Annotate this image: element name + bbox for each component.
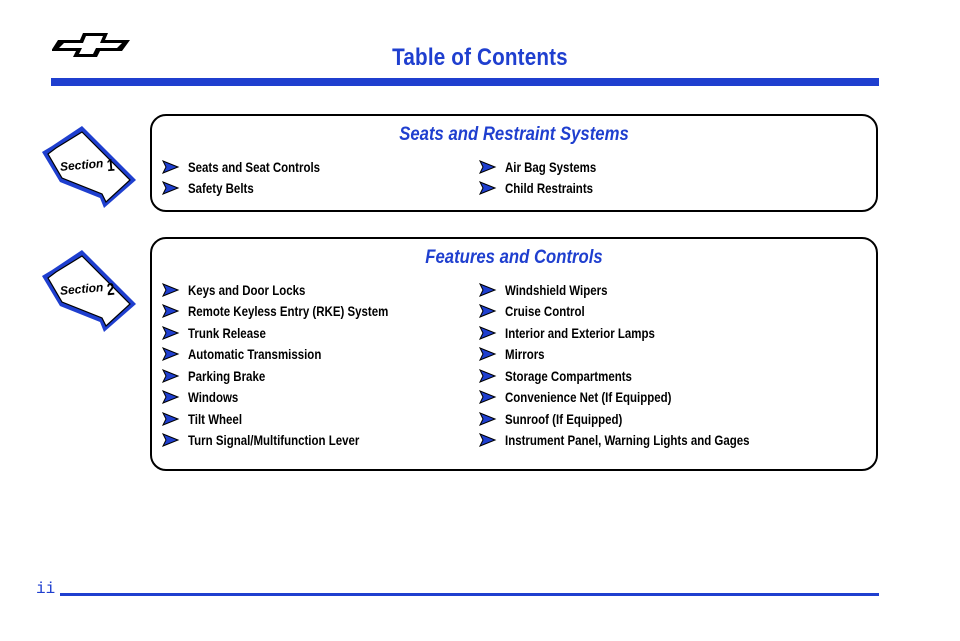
topic-item[interactable]: Windows <box>161 387 432 409</box>
topic-label: Storage Compartments <box>505 367 632 384</box>
arrow-bullet-icon <box>161 390 180 405</box>
topic-label: Sunroof (If Equipped) <box>505 410 623 427</box>
topic-item[interactable]: Child Restraints <box>478 178 616 200</box>
section-number: 1 <box>106 155 116 176</box>
arrow-bullet-icon <box>478 159 497 174</box>
arrow-bullet-icon <box>478 347 497 362</box>
topic-item[interactable]: Sunroof (If Equipped) <box>478 408 803 430</box>
topic-label: Cruise Control <box>505 303 585 320</box>
arrow-bullet-icon <box>478 411 497 426</box>
topic-item[interactable]: Parking Brake <box>161 365 432 387</box>
topic-list-right: Air Bag Systems Child Restraints <box>478 156 616 199</box>
topic-item[interactable]: Remote Keyless Entry (RKE) System <box>161 301 432 323</box>
topic-label: Tilt Wheel <box>188 410 243 427</box>
arrow-bullet-icon <box>161 411 180 426</box>
topic-label: Convenience Net (If Equipped) <box>505 389 672 406</box>
section-arrow-icon <box>42 250 136 332</box>
topic-label: Turn Signal/Multifunction Lever <box>188 432 360 449</box>
topic-label: Mirrors <box>505 346 545 363</box>
arrow-bullet-icon <box>478 368 497 383</box>
header-divider <box>51 78 879 86</box>
topic-label: Seats and Seat Controls <box>188 158 321 175</box>
topic-item[interactable]: Turn Signal/Multifunction Lever <box>161 430 432 452</box>
topic-item[interactable]: Interior and Exterior Lamps <box>478 322 803 344</box>
topic-item[interactable]: Cruise Control <box>478 301 803 323</box>
topic-item[interactable]: Seats and Seat Controls <box>161 156 349 178</box>
arrow-bullet-icon <box>161 304 180 319</box>
topic-list-left: Seats and Seat Controls Safety Belts <box>161 156 349 199</box>
topic-label: Windows <box>188 389 239 406</box>
topic-item[interactable]: Air Bag Systems <box>478 156 616 178</box>
topic-label: Instrument Panel, Warning Lights and Gag… <box>505 432 750 449</box>
section-2-badge[interactable]: Section 2 <box>38 242 138 342</box>
topic-label: Keys and Door Locks <box>188 281 306 298</box>
topic-item[interactable]: Storage Compartments <box>478 365 803 387</box>
topic-label: Trunk Release <box>188 324 266 341</box>
footer-divider <box>60 593 879 596</box>
section-1-badge[interactable]: Section 1 <box>38 118 138 218</box>
arrow-bullet-icon <box>161 181 180 196</box>
topic-item[interactable]: Instrument Panel, Warning Lights and Gag… <box>478 430 803 452</box>
topic-label: Safety Belts <box>188 180 254 197</box>
arrow-bullet-icon <box>161 433 180 448</box>
topic-label: Interior and Exterior Lamps <box>505 324 655 341</box>
topic-item[interactable]: Trunk Release <box>161 322 432 344</box>
topic-item[interactable]: Safety Belts <box>161 178 349 200</box>
arrow-bullet-icon <box>478 282 497 297</box>
arrow-bullet-icon <box>161 325 180 340</box>
arrow-bullet-icon <box>478 181 497 196</box>
topic-item[interactable]: Tilt Wheel <box>161 408 432 430</box>
topic-item[interactable]: Automatic Transmission <box>161 344 432 366</box>
topic-list-right: Windshield Wipers Cruise Control Interio… <box>478 279 803 451</box>
chevrolet-bowtie-icon <box>52 33 130 57</box>
arrow-bullet-icon <box>478 325 497 340</box>
section-2-panel: Features and Controls Keys and Door Lock… <box>150 237 878 471</box>
section-arrow-icon <box>42 126 136 208</box>
arrow-bullet-icon <box>161 282 180 297</box>
section-1-panel: Seats and Restraint Systems Seats and Se… <box>150 114 878 212</box>
topic-label: Windshield Wipers <box>505 281 608 298</box>
topic-item[interactable]: Windshield Wipers <box>478 279 803 301</box>
section-title[interactable]: Seats and Restraint Systems <box>399 124 629 145</box>
page-number: ii <box>36 580 56 598</box>
arrow-bullet-icon <box>478 304 497 319</box>
topic-label: Parking Brake <box>188 367 266 384</box>
arrow-bullet-icon <box>161 368 180 383</box>
arrow-bullet-icon <box>478 433 497 448</box>
page-title: Table of Contents <box>392 44 568 71</box>
topic-item[interactable]: Mirrors <box>478 344 803 366</box>
topic-item[interactable]: Convenience Net (If Equipped) <box>478 387 803 409</box>
topic-label: Child Restraints <box>505 180 594 197</box>
section-number: 2 <box>106 279 116 300</box>
arrow-bullet-icon <box>478 390 497 405</box>
topic-label: Automatic Transmission <box>188 346 322 363</box>
arrow-bullet-icon <box>161 159 180 174</box>
topic-item[interactable]: Keys and Door Locks <box>161 279 432 301</box>
section-title[interactable]: Features and Controls <box>425 247 603 268</box>
topic-list-left: Keys and Door Locks Remote Keyless Entry… <box>161 279 432 451</box>
topic-label: Remote Keyless Entry (RKE) System <box>188 303 389 320</box>
arrow-bullet-icon <box>161 347 180 362</box>
topic-label: Air Bag Systems <box>505 158 597 175</box>
